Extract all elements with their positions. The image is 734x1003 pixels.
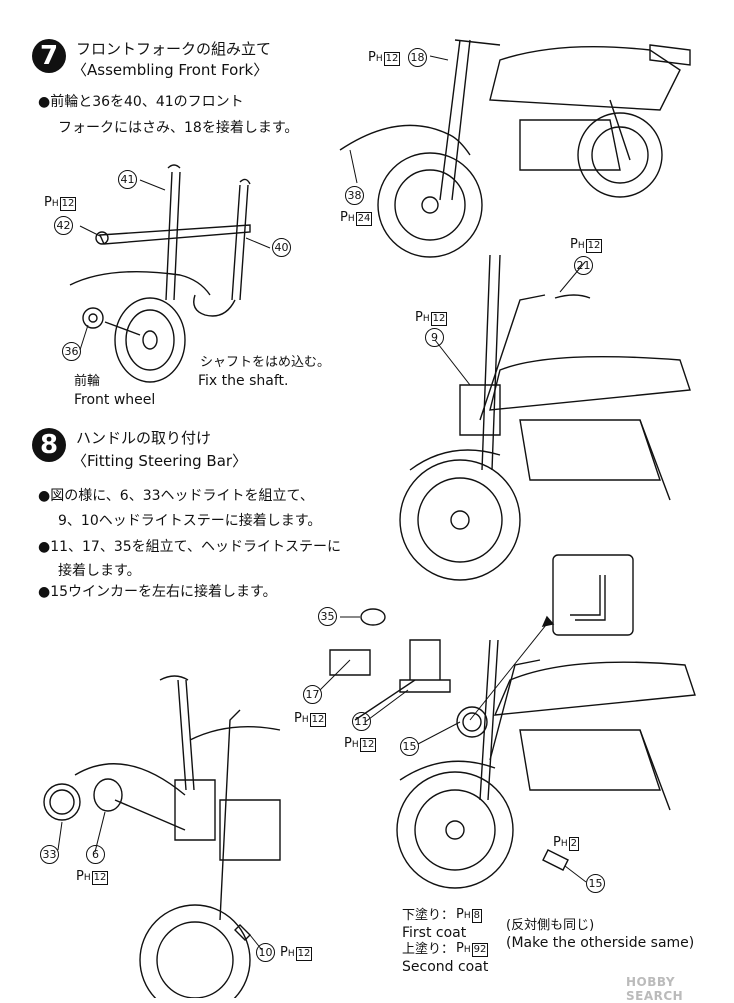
- step-7-title-jp: フロントフォークの組み立て: [76, 40, 272, 58]
- step-8-title-en: 〈Fitting Steering Bar〉: [72, 452, 248, 470]
- part-10-callout: 10: [256, 943, 275, 962]
- label-front-wheel-jp: 前輪: [74, 374, 101, 389]
- paint-number: 12: [359, 738, 377, 752]
- front-fork-exploded-drawing: [69, 164, 251, 317]
- front-wheel-drawing: [82, 297, 186, 383]
- paint-number: 12: [295, 947, 313, 961]
- motorcycle-drawing-bottom: [329, 608, 696, 889]
- watermark: HOBBY SEARCH: [626, 975, 684, 1003]
- label-shaft-en: Fix the shaft.: [198, 373, 289, 389]
- step-7-title-en: 〈Assembling Front Fork〉: [72, 61, 269, 79]
- step-8-instruction-line4: 接着します。: [58, 563, 141, 579]
- step-8-instruction-line2: 9、10ヘッドライトステーに接着します。: [58, 513, 322, 529]
- label-front-wheel-en: Front wheel: [74, 392, 156, 408]
- part-15-callout-top: 15: [400, 737, 419, 756]
- part-41-callout: 41: [118, 170, 137, 189]
- part-6-callout: 6: [86, 845, 105, 864]
- part-33-callout: 33: [40, 845, 59, 864]
- otherside-label-en: (Make the otherside same): [506, 935, 695, 951]
- part-35-callout: 35: [318, 607, 337, 626]
- part-9-callout: 9: [425, 328, 444, 347]
- paint-number: 24: [355, 212, 373, 226]
- step-8-number: 8: [32, 428, 66, 462]
- first-coat-label-en: First coat: [402, 925, 467, 941]
- leader-lines: [57, 55, 587, 951]
- step-7-instruction-line2: フォークにはさみ、18を接着します。: [58, 120, 299, 136]
- label-shaft-jp: シャフトをはめ込む。: [200, 355, 331, 370]
- paint-number: 12: [383, 52, 401, 66]
- paint-number: 92: [471, 943, 489, 957]
- otherside-label-jp: (反対側も同じ): [506, 918, 595, 933]
- part-40-callout: 40: [272, 238, 291, 257]
- part-15-callout-bottom: 15: [586, 874, 605, 893]
- paint-number: 12: [309, 713, 327, 727]
- step-7-number: 7: [32, 39, 66, 73]
- part-38-callout: 38: [345, 186, 364, 205]
- step-7-instruction-line1: ●前輪と36を40、41のフロント: [38, 94, 244, 110]
- undercoat-label-jp: 下塗り：: [402, 908, 455, 923]
- part-11-callout: 11: [352, 712, 371, 731]
- motorcycle-drawing-top: [339, 39, 691, 258]
- paint-number: 12: [91, 871, 109, 885]
- part-17-callout: 17: [303, 685, 322, 704]
- step-8-instruction-line5: ●15ウインカーを左右に接着します。: [38, 584, 277, 600]
- paint-number: 12: [59, 197, 77, 211]
- part-42-callout: 42: [54, 216, 73, 235]
- motorcycle-drawing-middle: [399, 254, 691, 581]
- paint-number: 12: [430, 312, 448, 326]
- second-coat-label-en: Second coat: [402, 959, 489, 975]
- topcoat-label-jp: 上塗り：: [402, 942, 455, 957]
- step-8-title-jp: ハンドルの取り付け: [76, 429, 212, 447]
- detail-callout-box: [469, 554, 634, 721]
- step-8-instruction-line3: ●11、17、35を組立て、ヘッドライトステーに: [38, 539, 341, 555]
- paint-number: 2: [568, 837, 579, 851]
- paint-number: 8: [471, 909, 482, 923]
- part-21-callout: 21: [574, 256, 593, 275]
- headlight-exploded-drawing: [43, 675, 281, 998]
- part-36-callout: 36: [62, 342, 81, 361]
- step-8-instruction-line1: ●図の様に、6、33ヘッドライトを組立て、: [38, 488, 314, 504]
- part-18-callout: 18: [408, 48, 427, 67]
- paint-number: 12: [585, 239, 603, 253]
